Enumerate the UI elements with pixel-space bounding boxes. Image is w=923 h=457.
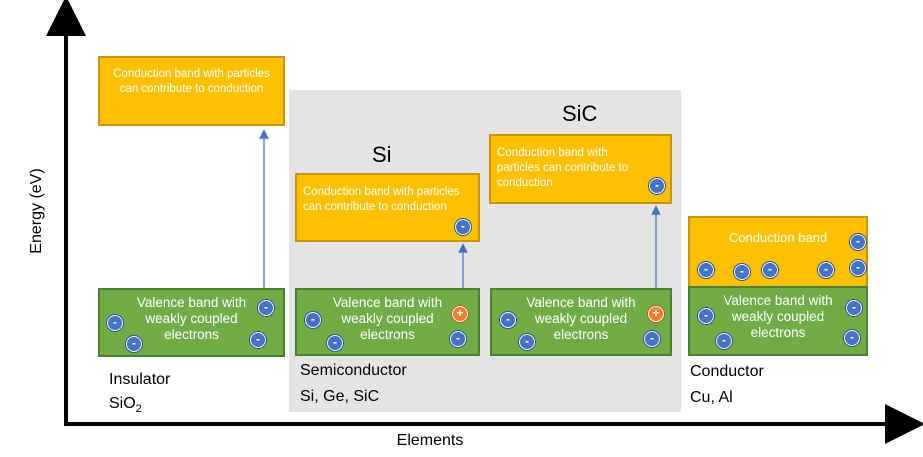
conductor-conduction-text: Conduction band xyxy=(728,230,828,245)
electron-icon: - xyxy=(305,312,321,328)
electron-icon: - xyxy=(126,336,142,352)
si-title: Si xyxy=(372,142,392,167)
electron-icon: - xyxy=(250,332,266,348)
electron-icon: - xyxy=(698,262,714,278)
electron-icon: - xyxy=(500,312,516,328)
sic-title: SiC xyxy=(562,101,598,126)
conductor-name: Conductor xyxy=(690,363,764,380)
electron-icon: - xyxy=(846,300,862,316)
conductor-valence-text: Valence band with weakly coupled electro… xyxy=(723,293,833,340)
insulator-name: Insulator xyxy=(109,371,171,388)
electron-icon: - xyxy=(455,219,471,235)
conductor-conduction-band: Conduction band - - - - - - xyxy=(688,216,868,288)
electron-icon: - xyxy=(698,308,714,324)
electron-icon: - xyxy=(258,300,274,316)
electron-icon: - xyxy=(107,315,123,331)
electron-icon: - xyxy=(850,260,866,276)
x-axis-label: Elements xyxy=(396,432,464,449)
si-conduction-text: Conduction band with particles can contr… xyxy=(303,186,460,213)
conductor-valence-band: Valence band with weakly coupled electro… xyxy=(688,286,868,356)
electron-icon: - xyxy=(649,178,665,194)
insulator-valence-band: Valence band with weakly coupled electro… xyxy=(98,288,285,357)
si-conduction-band: Conduction band with particles can contr… xyxy=(295,173,480,242)
y-axis-label: Energy (eV) xyxy=(28,168,45,254)
insulator-valence-text: Valence band with weakly coupled electro… xyxy=(136,295,247,342)
electron-icon: - xyxy=(644,331,660,347)
sic-valence-band: Valence band with weakly coupled electro… xyxy=(490,288,672,356)
si-valence-text: Valence band with weakly coupled electro… xyxy=(332,295,443,342)
insulator-conduction-text: Conduction band with particles can contr… xyxy=(113,68,270,95)
semiconductor-name: Semiconductor xyxy=(300,362,407,379)
electron-icon: - xyxy=(716,333,732,349)
semiconductor-materials: Si, Ge, SiC xyxy=(300,388,380,405)
electron-icon: - xyxy=(850,234,866,250)
hole-icon: + xyxy=(648,306,664,322)
electron-icon: - xyxy=(818,262,834,278)
electron-icon: - xyxy=(734,264,750,280)
conductor-materials: Cu, Al xyxy=(690,389,733,406)
insulator-formula-base: SiO xyxy=(109,395,136,412)
insulator-formula-sub: 2 xyxy=(135,403,142,416)
electron-icon: - xyxy=(762,262,778,278)
sic-conduction-text: Conduction band with particles can contr… xyxy=(497,147,629,189)
electron-icon: - xyxy=(327,335,343,351)
sic-valence-text: Valence band with weakly coupled electro… xyxy=(526,295,636,342)
insulator-formula: SiO2 xyxy=(109,393,142,420)
si-valence-band: Valence band with weakly coupled electro… xyxy=(295,288,480,356)
electron-icon: - xyxy=(519,334,535,350)
electron-icon: - xyxy=(450,331,466,347)
sic-conduction-band: Conduction band with particles can contr… xyxy=(489,134,672,204)
electron-icon: - xyxy=(844,330,860,346)
hole-icon: + xyxy=(452,306,468,322)
insulator-conduction-band: Conduction band with particles can contr… xyxy=(98,56,285,126)
